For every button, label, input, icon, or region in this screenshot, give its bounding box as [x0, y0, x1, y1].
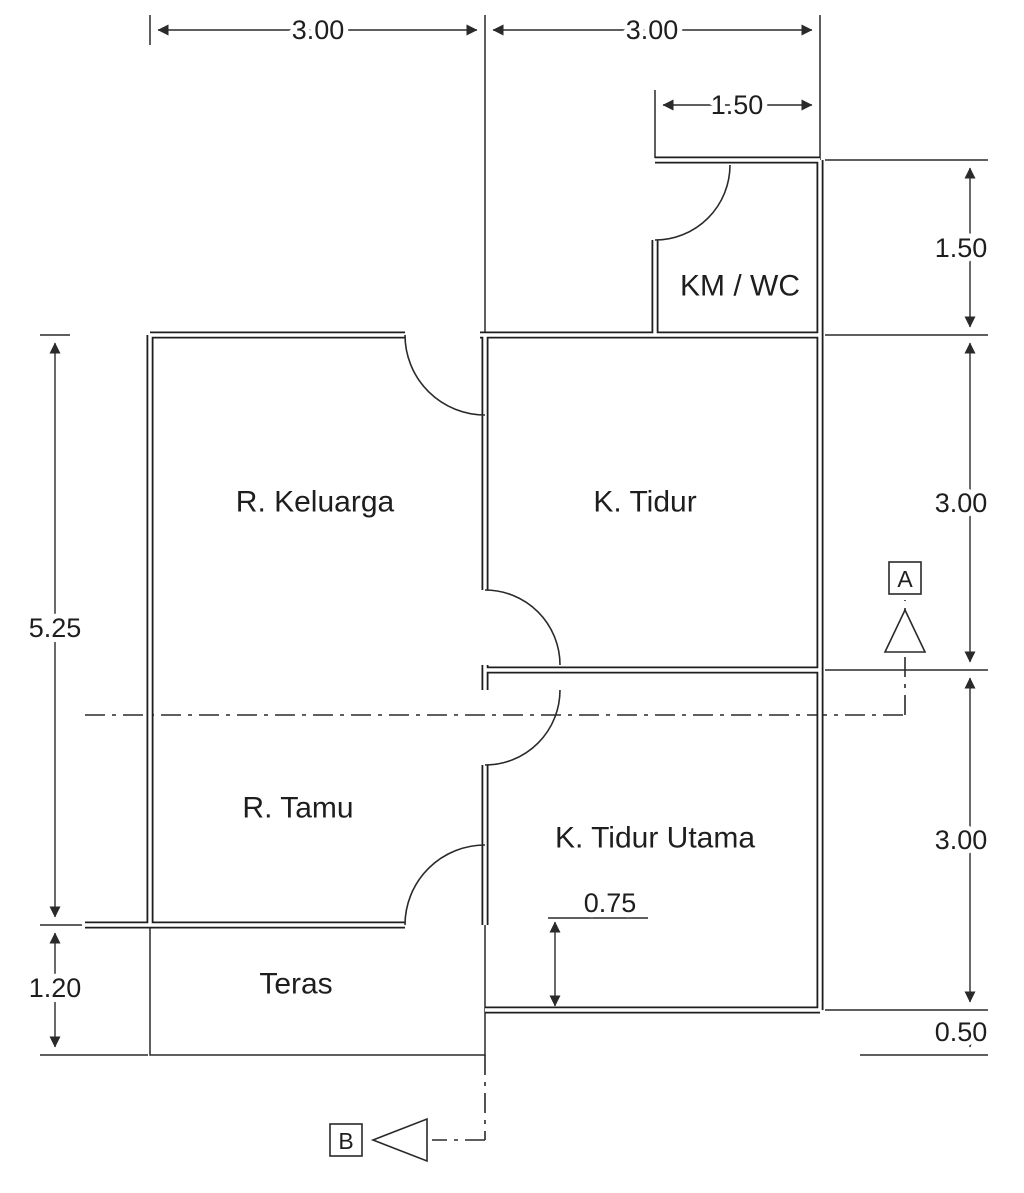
dim-kmwc-width: 1.50: [711, 90, 764, 120]
dim-top-right: 3.00: [626, 15, 679, 45]
door-arc-k-tidur: [484, 589, 561, 666]
section-marker-b: B: [329, 1117, 428, 1163]
door-arc-kmwc: [654, 164, 731, 241]
door-arc-back-door: [404, 334, 486, 416]
room-label-keluarga: R. Keluarga: [236, 486, 395, 519]
dim-top-left: 3.00: [292, 15, 345, 45]
section-a-label: A: [897, 566, 913, 592]
section-a-arrow-icon: [883, 608, 927, 653]
section-b-box: [329, 1123, 363, 1157]
room-labels: R. Keluarga K. Tidur KM / WC R. Tamu K. …: [236, 270, 800, 1001]
section-a-box: [888, 561, 922, 595]
section-marker-a: A: [883, 561, 927, 653]
door-arc-teras: [404, 844, 486, 926]
dim-right-kmwc: 1.50: [935, 233, 988, 263]
doors: [404, 164, 731, 926]
dim-right-bottom: 0.50: [935, 1017, 988, 1047]
dim-left-main: 5.25: [29, 613, 82, 643]
dim-right-tidur: 3.00: [935, 488, 988, 518]
dim-right-utama: 3.00: [935, 825, 988, 855]
teras-outline: [149, 925, 486, 1056]
dimension-extension-lines: [40, 15, 988, 1056]
dim-teras-offset: 0.75: [584, 888, 637, 918]
room-label-teras: Teras: [259, 968, 332, 1001]
section-line-b: [432, 1055, 486, 1141]
room-label-tamu: R. Tamu: [242, 792, 353, 825]
door-arc-k-tidur-utama: [484, 689, 561, 766]
section-b-label: B: [338, 1128, 353, 1154]
section-b-arrow-icon: [370, 1117, 428, 1163]
room-label-tidur-utama: K. Tidur Utama: [555, 822, 755, 855]
dimension-labels: 3.00 3.00 1.50 1.50 3.00 3.00 0.50 5.25 …: [24, 10, 993, 1052]
room-label-tidur: K. Tidur: [593, 486, 696, 519]
dimension-lines: [49, 24, 976, 1048]
dim-left-teras: 1.20: [29, 973, 82, 1003]
room-label-kmwc: KM / WC: [680, 270, 800, 303]
extension-lines: [40, 15, 988, 1056]
section-lines: [85, 600, 906, 1141]
